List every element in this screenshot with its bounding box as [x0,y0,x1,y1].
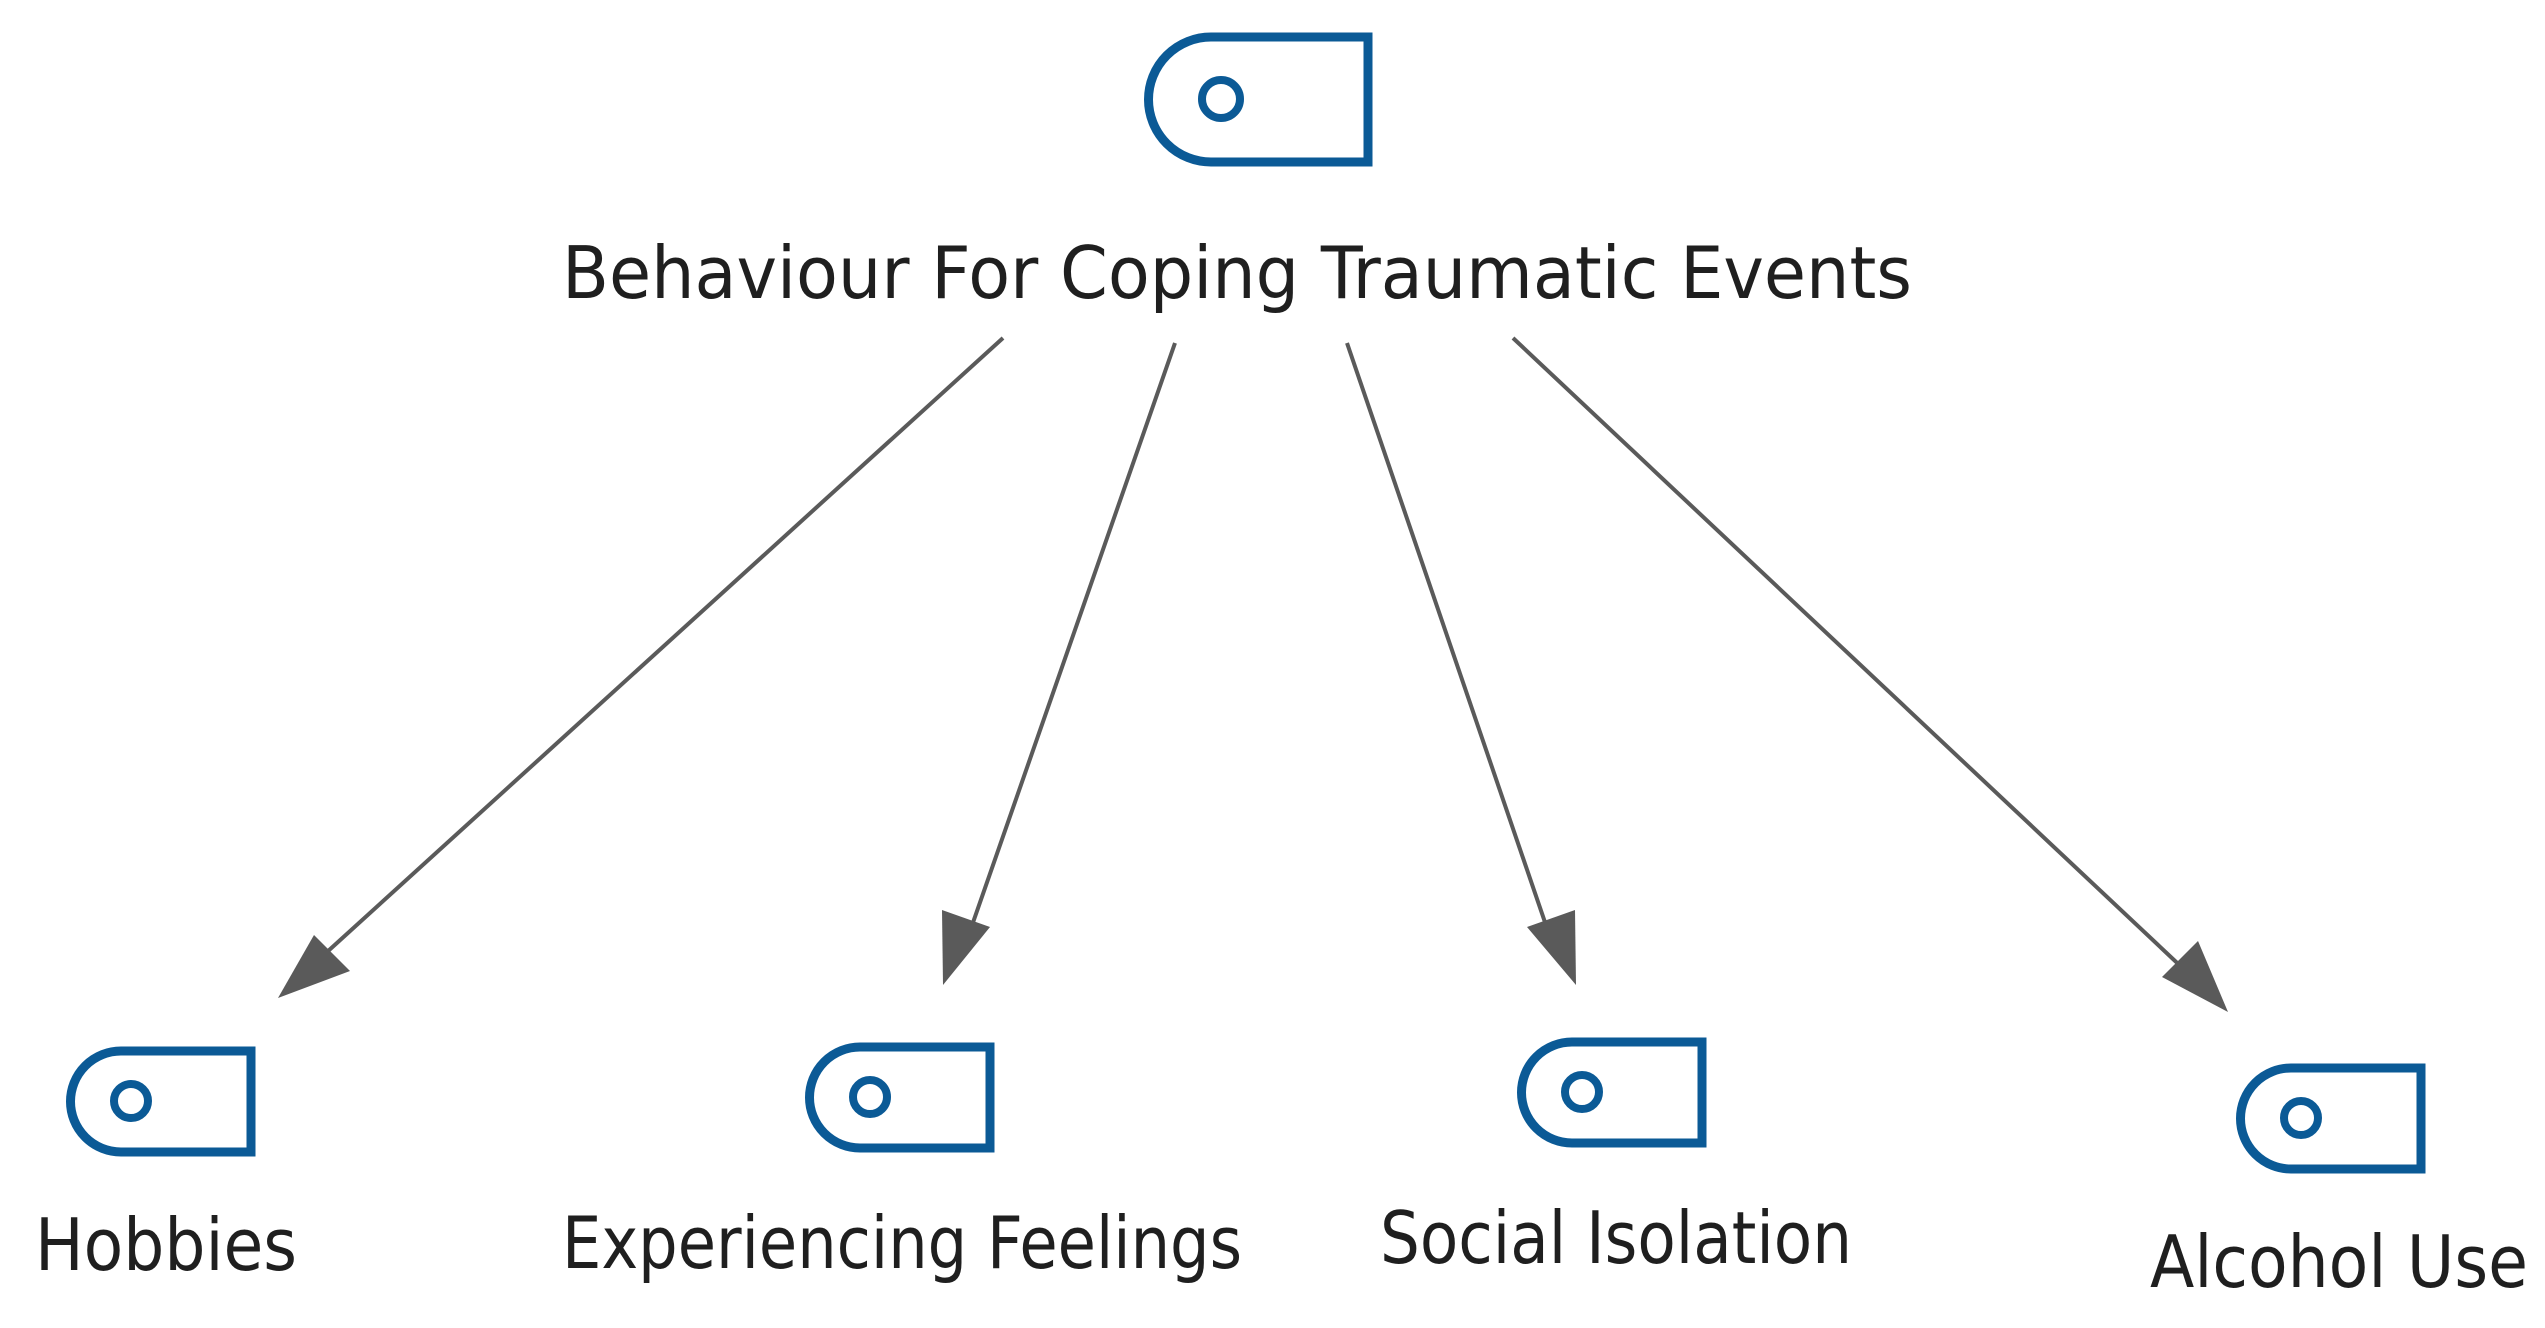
code-node-icon [1517,1037,1707,1148]
arrowhead-icon [942,910,990,985]
node-alcohol-use[interactable]: Alcohol Use [2150,1063,2528,1304]
arrowhead-icon [278,935,350,998]
code-node-icon [66,1046,256,1157]
node-label: Behaviour For Coping Traumatic Events [562,231,1912,315]
edge-root-social-isolation [1345,342,1576,985]
code-node-icon [1144,32,1373,167]
node-hobbies[interactable]: Hobbies [35,1046,297,1287]
code-node-icon [2236,1063,2426,1174]
edge-root-alcohol-use [1511,336,2228,1012]
edge-line [967,342,1177,935]
arrowhead-icon [1527,910,1576,985]
code-node-icon [805,1042,995,1153]
node-label: Social Isolation [1380,1196,1852,1280]
edges [278,336,2228,1012]
edge-root-experiencing-feelings [942,342,1177,985]
node-label: Experiencing Feelings [562,1201,1242,1285]
node-label: Hobbies [35,1203,297,1287]
node-experiencing-feelings[interactable]: Experiencing Feelings [562,1042,1242,1285]
edge-line [1511,336,2192,977]
edge-line [314,336,1005,964]
edge-line [1345,342,1551,935]
node-root[interactable]: Behaviour For Coping Traumatic Events [562,32,1912,315]
node-social-isolation[interactable]: Social Isolation [1380,1037,1852,1280]
arrowhead-icon [2162,941,2228,1012]
edge-root-hobbies [278,336,1005,998]
node-label: Alcohol Use [2150,1220,2528,1304]
